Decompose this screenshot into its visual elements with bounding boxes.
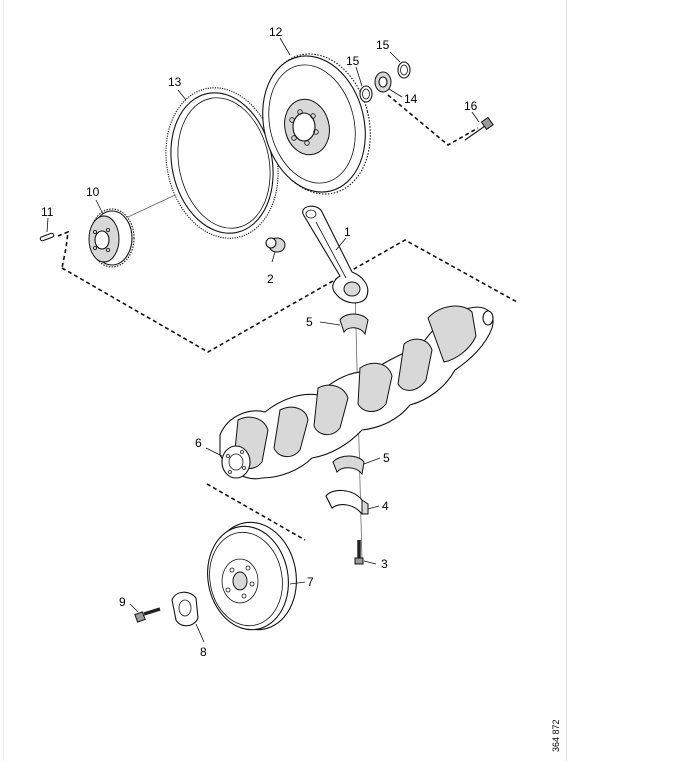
callout-11: 11 <box>41 205 54 219</box>
leader-line-4 <box>367 505 380 510</box>
ring-gear-part <box>165 87 279 239</box>
callout-5b: 5 <box>383 451 390 465</box>
callout-13: 13 <box>168 75 182 89</box>
callout-15a: 15 <box>346 54 360 68</box>
leader-line-12 <box>279 37 291 56</box>
connecting-rod-cap-part <box>325 489 369 515</box>
callout-12: 12 <box>269 25 283 39</box>
timing-gear-part <box>88 208 135 268</box>
callout-10: 10 <box>86 185 100 199</box>
connecting-rod-part <box>302 205 369 304</box>
leader-line-5b <box>363 457 381 465</box>
leader-line-11 <box>46 217 49 233</box>
bearing-part <box>374 71 392 93</box>
dowel-pin-part <box>39 232 55 242</box>
callout-2: 2 <box>267 272 274 286</box>
callout-3: 3 <box>381 557 388 571</box>
leader-line-10 <box>95 199 104 215</box>
flywheel-bolt-part <box>464 116 494 141</box>
dashed-line-flywheel-bolt <box>387 94 479 146</box>
leader-line-13 <box>177 89 187 101</box>
callout-5a: 5 <box>306 315 313 329</box>
leader-line-1 <box>335 237 347 251</box>
leader-line-15a <box>355 66 363 87</box>
damper-bolt-part <box>134 607 161 623</box>
leader-line-15b <box>389 51 401 63</box>
flywheel-part <box>262 53 371 195</box>
callout-8: 8 <box>200 645 207 659</box>
callout-7: 7 <box>307 575 314 589</box>
circlip-part <box>359 85 373 103</box>
callout-6: 6 <box>195 436 202 450</box>
leader-line-14 <box>388 88 403 98</box>
right-border-line <box>566 0 567 761</box>
leader-line-16 <box>471 111 480 123</box>
reference-number: 364 872 <box>551 719 561 752</box>
lower-bearing-shell-part <box>332 455 365 476</box>
circlip-part-2 <box>397 61 411 79</box>
leader-line-2 <box>271 251 276 263</box>
leader-line-3 <box>363 560 377 565</box>
callout-16: 16 <box>464 99 478 113</box>
callout-15b: 15 <box>376 38 390 52</box>
crankshaft-part <box>219 305 494 480</box>
rod-bolt-part <box>354 540 364 565</box>
leader-line-9 <box>129 603 139 613</box>
hub-part <box>171 591 199 627</box>
dashed-line-crank-damper <box>206 483 306 541</box>
bushing-part <box>265 237 286 253</box>
dashed-line-pin-gear <box>57 230 69 269</box>
callout-9: 9 <box>119 595 126 609</box>
left-border-line <box>3 0 4 761</box>
callout-1: 1 <box>344 225 351 239</box>
callout-14: 14 <box>404 92 418 106</box>
leader-line-6 <box>205 447 223 457</box>
leader-line-7 <box>289 581 306 585</box>
upper-bearing-shell-part <box>339 313 369 336</box>
leader-line-8 <box>195 623 205 643</box>
leader-line-5a <box>319 321 341 326</box>
callout-4: 4 <box>382 499 389 513</box>
dashed-line-gear-crank <box>61 239 518 353</box>
vibration-damper-part <box>207 521 297 631</box>
